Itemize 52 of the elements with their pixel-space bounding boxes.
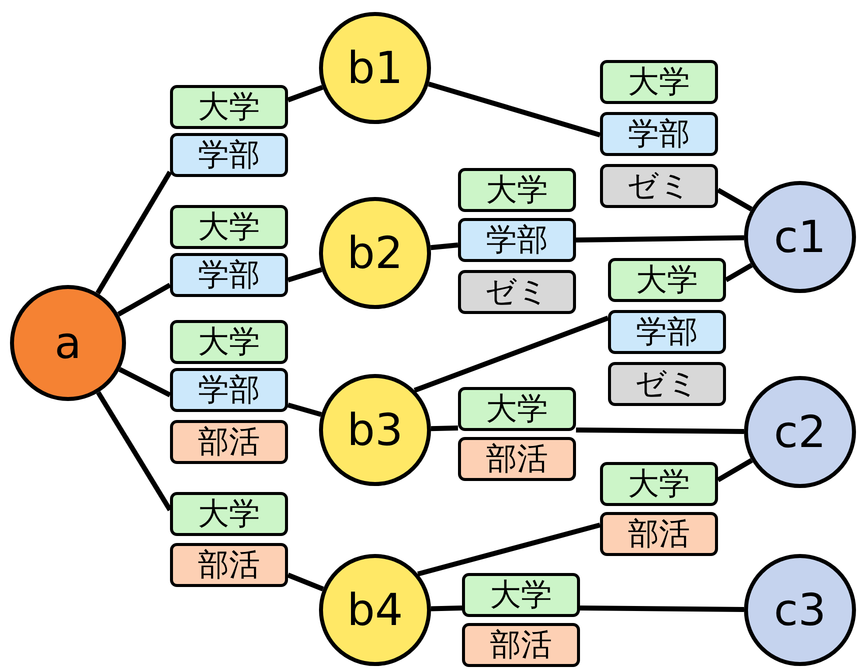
person-circle: c3 bbox=[744, 554, 856, 666]
person-circle: b3 bbox=[319, 374, 431, 486]
attribute-tag: 学部 bbox=[170, 368, 288, 412]
attribute-tag: 大学 bbox=[170, 320, 288, 364]
connector-line bbox=[576, 428, 744, 434]
connector-line bbox=[96, 391, 172, 512]
connector-line bbox=[414, 316, 609, 393]
attribute-tag: 大学 bbox=[600, 462, 718, 506]
attribute-tag: 部活 bbox=[458, 437, 576, 481]
connector-line bbox=[118, 367, 172, 398]
attribute-tag: 大学 bbox=[458, 168, 576, 212]
connector-line bbox=[576, 235, 744, 242]
person-circle: c1 bbox=[744, 181, 856, 293]
attribute-tag: 大学 bbox=[600, 60, 718, 104]
attribute-tag: 学部 bbox=[608, 310, 726, 354]
attribute-tag: 学部 bbox=[170, 133, 288, 177]
attribute-tag: 大学 bbox=[170, 85, 288, 129]
attribute-tag: 大学 bbox=[458, 387, 576, 431]
connector-line bbox=[287, 267, 322, 282]
attribute-tag: 部活 bbox=[170, 543, 288, 587]
attribute-tag: ゼミ bbox=[458, 270, 576, 314]
attribute-tag: 部活 bbox=[600, 512, 718, 556]
connector-line bbox=[724, 262, 753, 282]
attribute-tag: ゼミ bbox=[608, 362, 726, 406]
connector-line bbox=[430, 606, 462, 612]
attribute-tag: 学部 bbox=[458, 218, 576, 262]
attribute-tag: 大学 bbox=[608, 258, 726, 302]
connector-line bbox=[417, 522, 601, 576]
connector-line bbox=[96, 170, 172, 294]
person-circle: c2 bbox=[744, 376, 856, 488]
attribute-tag: ゼミ bbox=[600, 164, 718, 208]
attribute-tag: 大学 bbox=[462, 573, 580, 617]
person-circle: b4 bbox=[319, 554, 431, 666]
attribute-tag: 大学 bbox=[170, 492, 288, 536]
connector-line bbox=[287, 402, 322, 417]
connector-line bbox=[430, 242, 458, 250]
connector-line bbox=[117, 282, 172, 316]
attribute-tag: 学部 bbox=[170, 253, 288, 297]
attribute-tag: 部活 bbox=[170, 420, 288, 464]
connector-line bbox=[430, 426, 458, 432]
connector-line bbox=[287, 84, 324, 102]
attribute-tag: 大学 bbox=[170, 205, 288, 249]
connector-line bbox=[716, 188, 753, 212]
person-circle: b2 bbox=[319, 197, 431, 309]
person-circle: b1 bbox=[319, 12, 431, 124]
person-circle: a bbox=[10, 285, 126, 401]
connector-line bbox=[716, 458, 753, 482]
attribute-tag: 部活 bbox=[462, 623, 580, 667]
connector-line bbox=[428, 82, 601, 138]
connector-line bbox=[287, 572, 324, 592]
connector-line bbox=[580, 606, 744, 612]
attribute-tag: 学部 bbox=[600, 112, 718, 156]
